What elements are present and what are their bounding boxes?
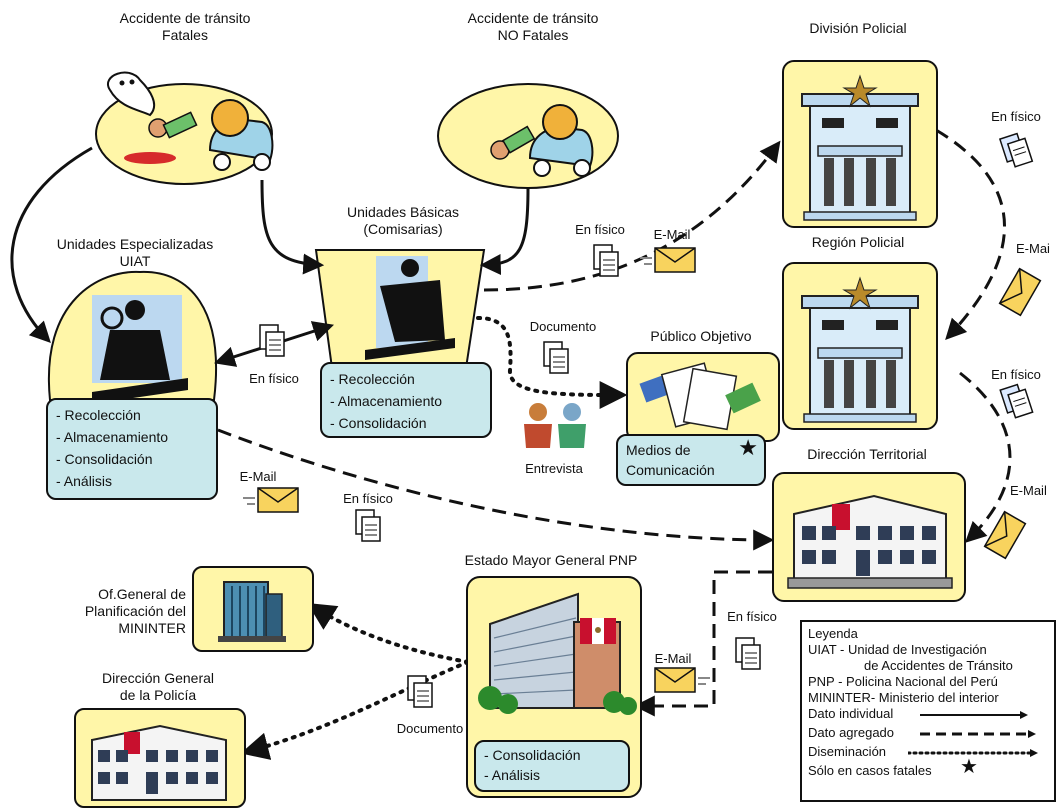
edge-label-en-fisico: En físico xyxy=(249,371,299,386)
direccion-territorial-node xyxy=(772,472,966,602)
fatal-accident-icon xyxy=(107,71,274,171)
task-item: - Almacenamiento xyxy=(330,393,443,409)
media-box: Medios de Comunicación ★ xyxy=(616,434,766,486)
envelope-icon xyxy=(640,247,696,273)
document-icon xyxy=(999,383,1034,419)
task-item: - Consolidación xyxy=(56,451,153,467)
headquarters-icon xyxy=(478,592,637,715)
nonfatal-accident-title: Accidente de tránsito NO Fatales xyxy=(467,10,599,43)
edge-label-en-fisico: En físico xyxy=(343,491,393,506)
legend-agregado: Dato agregado xyxy=(808,725,895,740)
legend: Leyenda UIAT - Unidad de Investigación d… xyxy=(800,620,1056,802)
office-building-icon xyxy=(91,724,227,801)
edge-label-email: E-Mail xyxy=(239,469,277,484)
edge-label-en-fisico: En físico xyxy=(727,609,777,624)
envelope-icon xyxy=(998,267,1042,317)
interview-icon xyxy=(524,403,586,448)
legend-uiat-desc-1: Unidad de Investigación xyxy=(847,642,987,657)
envelope-icon xyxy=(243,487,299,513)
police-station-icon xyxy=(801,276,919,423)
estado-mayor-tasks: - Consolidación - Análisis xyxy=(474,740,630,792)
edge-label-email: E-Mail xyxy=(1010,483,1047,498)
special-units-title: Unidades Especializadas UIAT xyxy=(56,236,214,269)
task-item: - Análisis xyxy=(484,767,541,783)
edge-label-documento: Documento xyxy=(396,721,464,736)
edge-label-en-fisico: En físico xyxy=(991,367,1041,382)
division-policial-node xyxy=(782,60,938,228)
office-building-icon xyxy=(787,494,953,589)
task-item: - Recolección xyxy=(56,407,141,423)
edge-label-email: E-Mail xyxy=(653,227,691,242)
task-item: - Consolidación xyxy=(484,747,581,763)
special-units-tasks: - Recolección - Almacenamiento - Consoli… xyxy=(46,398,218,500)
dir-general-title: Dirección General de la Policía xyxy=(101,670,215,703)
nonfatal-accident-icon xyxy=(490,104,594,177)
edge-label-documento: Documento xyxy=(529,319,597,334)
police-station-icon xyxy=(801,74,919,221)
legend-uiat-desc-2: de Accidentes de Tránsito xyxy=(864,658,1013,673)
direccion-territorial-title: Dirección Territorial xyxy=(807,446,927,462)
document-icon xyxy=(593,244,619,277)
legend-diseminacion: Diseminación xyxy=(808,744,887,759)
star-icon: ★ xyxy=(960,756,978,778)
basic-units-tasks: - Recolección - Almacenamiento - Consoli… xyxy=(320,362,492,438)
basic-units-title: Unidades Básicas (Comisarias) xyxy=(346,204,460,237)
document-icon xyxy=(735,637,761,670)
fatal-accident-title: Accidente de tránsito Fatales xyxy=(119,10,251,43)
edge-label-en-fisico: En físico xyxy=(991,109,1041,124)
edge-label-email: E-Mai xyxy=(1016,241,1050,256)
task-item: - Recolección xyxy=(330,371,415,387)
media-label: Medios de Comunicación xyxy=(626,442,715,478)
legend-mininter: MININTER- Ministerio del interior xyxy=(808,690,999,705)
region-policial-title: Región Policial xyxy=(811,234,905,250)
edge-label-entrevista: Entrevista xyxy=(525,461,583,476)
division-policial-title: División Policial xyxy=(809,20,907,36)
document-icon xyxy=(407,675,433,708)
legend-dashed-arrow xyxy=(920,730,1036,738)
handshake-documents-icon xyxy=(639,362,761,431)
publico-objetivo-title: Público Objetivo xyxy=(650,328,752,344)
task-item: - Almacenamiento xyxy=(56,429,169,445)
ofgeneral-node xyxy=(192,566,314,652)
star-icon: ★ xyxy=(738,435,758,460)
ofgeneral-title: Of.General de Planificación del MININTER xyxy=(84,586,186,636)
legend-pnp: PNP - Policina Nacional del Perú xyxy=(808,674,998,689)
task-item: - Consolidación xyxy=(330,415,427,431)
edge-label-en-fisico: En físico xyxy=(575,222,625,237)
legend-individual: Dato individual xyxy=(808,706,894,721)
legend-fatales: Sólo en casos fatales xyxy=(808,763,932,778)
detective-icon xyxy=(92,295,188,404)
region-policial-node xyxy=(782,262,938,430)
legend-solid-arrow xyxy=(920,711,1028,719)
legend-title: Leyenda xyxy=(808,626,858,641)
tower-building-icon xyxy=(218,581,286,642)
document-icon xyxy=(543,341,569,374)
envelope-icon xyxy=(654,667,710,693)
document-icon xyxy=(998,132,1034,168)
policeman-icon xyxy=(365,256,455,360)
dir-general-node xyxy=(74,708,246,808)
legend-dotted-arrow xyxy=(908,749,1038,757)
legend-uiat-abbr: UIAT - xyxy=(808,642,845,657)
estado-mayor-title: Estado Mayor General PNP xyxy=(464,552,638,568)
task-item: - Análisis xyxy=(56,473,113,489)
document-icon xyxy=(259,324,285,357)
envelope-icon xyxy=(983,510,1027,560)
publico-objetivo-node xyxy=(626,352,780,442)
edge-label-email: E-Mail xyxy=(654,651,692,666)
document-icon xyxy=(355,509,381,542)
